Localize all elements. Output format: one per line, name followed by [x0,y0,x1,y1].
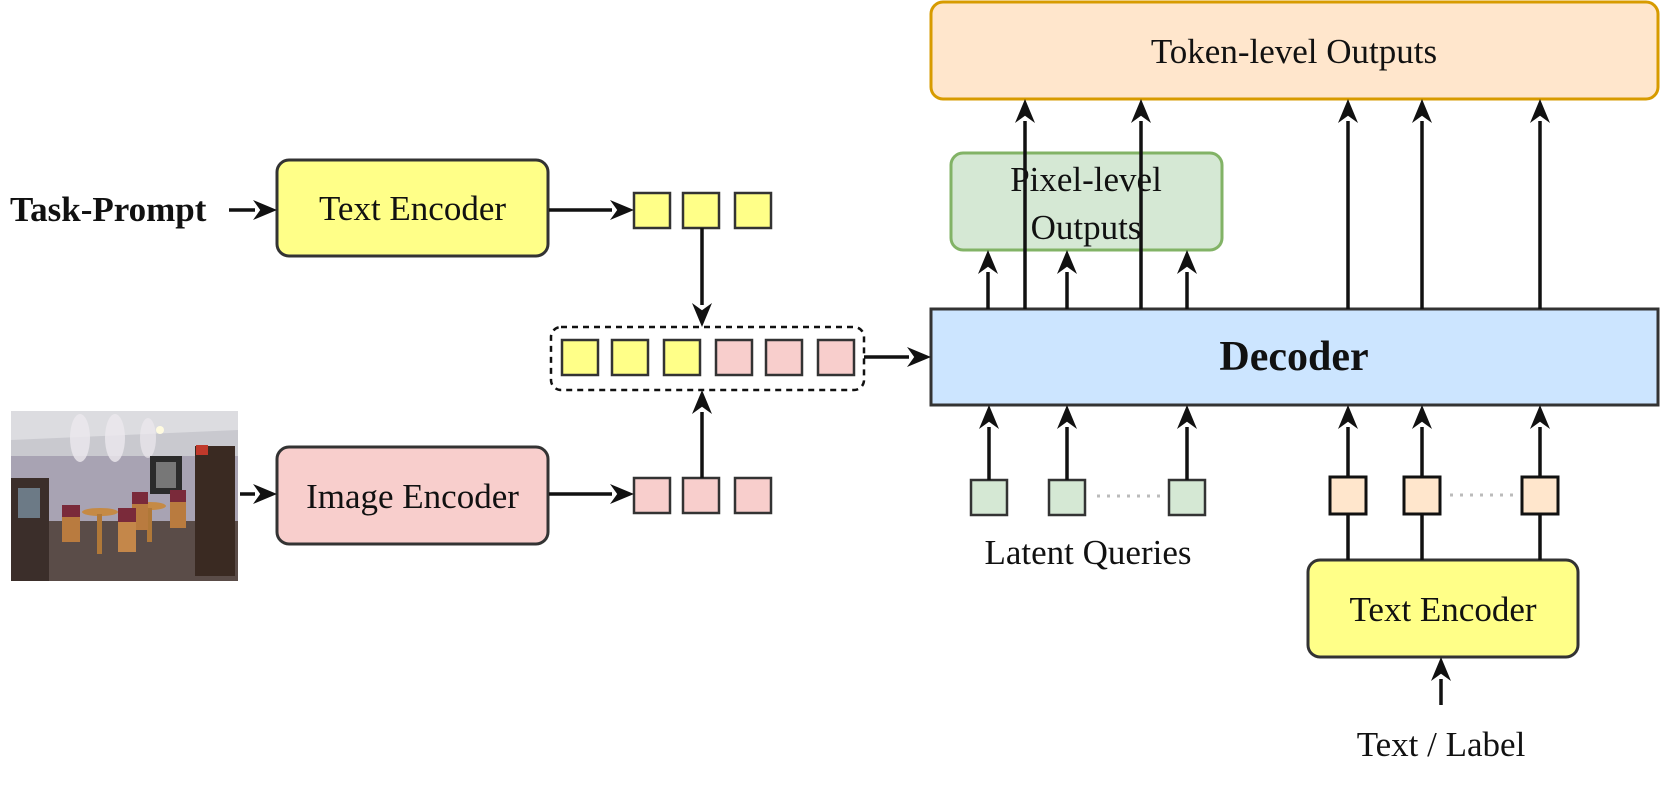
text-token [560,338,600,377]
arrow-decoder-to-token-outputs-head [1412,99,1432,123]
text-encoder-bottom: Text Encoder [1306,558,1580,659]
text-embedding-row [1328,475,1560,516]
latent-query [1167,478,1207,517]
arrow-image-to-encoder-head [253,484,277,504]
text-token [681,191,721,230]
image-encoder-label: Image Encoder [306,477,519,516]
text-embedding [1402,475,1442,516]
decoder-label: Decoder [1219,334,1368,380]
concatenated-tokens [549,325,866,392]
arrow-decoder-to-token-outputs-head [1530,99,1550,123]
image-token [714,338,754,377]
text-encoder-top-label: Text Encoder [319,189,506,228]
text-encoder-bottom-label: Text Encoder [1349,590,1536,629]
latent-query [969,478,1009,517]
arrow-prompt-to-encoder-head [253,200,277,220]
arrow-latent-query-to-decoder-head [1057,405,1077,429]
task-prompt-label: Task-Prompt [10,190,207,229]
text-token [733,191,773,230]
arrow-text-embedding-to-decoder-head [1412,405,1432,429]
image-token [764,338,804,377]
arrow-decoder-to-pixel-outputs-head [978,250,998,274]
text-token [632,191,672,230]
text-label-input: Text / Label [1357,725,1526,764]
image-token [816,338,856,377]
latent-query [1047,478,1087,517]
latent-queries-label: Latent Queries [985,533,1192,572]
arrow-decoder-to-token-outputs-head [1338,99,1358,123]
text-token-row [632,191,773,230]
arrow-image-encoder-to-tokens-head [610,484,634,504]
image-token [733,476,773,515]
decoder: Decoder [929,307,1660,407]
arrow-label-to-text-encoder-head [1431,657,1451,681]
pixel-level-outputs-label-line1: Pixel-level [1010,160,1162,199]
arrow-latent-query-to-decoder-head [979,405,999,429]
image-encoder: Image Encoder [275,445,550,546]
image-token [681,476,721,515]
arrow-latent-query-to-decoder-head [1177,405,1197,429]
image-token-row [632,476,773,515]
arrow-concat-to-decoder-head [907,347,931,367]
text-embedding [1328,475,1368,516]
arrow-decoder-to-token-outputs-head [1131,99,1151,123]
arrow-text-embedding-to-decoder-head [1530,405,1550,429]
text-embedding [1520,475,1560,516]
image-token [632,476,672,515]
token-level-outputs: Token-level Outputs [929,0,1660,101]
text-encoder-top: Text Encoder [275,158,550,258]
arrow-text-embedding-to-decoder-head [1338,405,1358,429]
arrow-decoder-to-pixel-outputs-head [1177,250,1197,274]
pixel-level-outputs-label-line2: Outputs [1031,208,1142,247]
input-image [11,411,238,581]
latent-query-row [969,478,1207,517]
arrow-decoder-to-pixel-outputs-head [1057,250,1077,274]
arrows [229,99,1550,705]
text-token [610,338,650,377]
arrow-text-encoder-to-tokens-head [610,200,634,220]
text-token [662,338,702,377]
token-level-outputs-label: Token-level Outputs [1151,32,1437,71]
arrow-image-tokens-to-concat-head [692,390,712,414]
arrow-text-tokens-to-concat-head [692,303,712,327]
arrow-decoder-to-token-outputs-head [1015,99,1035,123]
pixel-level-outputs: Pixel-level Outputs [949,151,1224,252]
